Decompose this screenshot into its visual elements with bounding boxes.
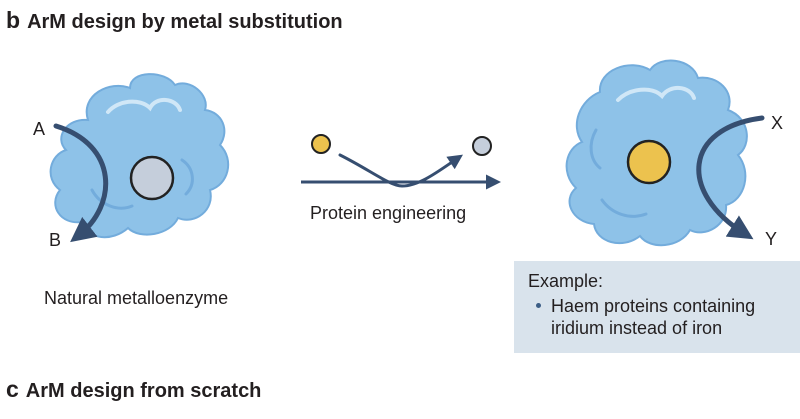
example-title: Example:: [528, 271, 604, 291]
panel-c-title: ArM design from scratch: [25, 380, 262, 402]
panel-c-letter: c: [6, 376, 19, 402]
natural-metalloenzyme-caption: Natural metalloenzyme: [44, 288, 229, 308]
panel-b-letter: b: [6, 7, 21, 33]
substituted-metal-ion: [626, 139, 672, 185]
protein-engineering-caption: Protein engineering: [310, 203, 467, 223]
panel-b-heading: b ArM design by metal substitution: [6, 7, 343, 34]
substrate-path-arrow-x-to-y: [696, 115, 765, 240]
product-y-label: Y: [765, 229, 778, 249]
metal-swap-arrow: [338, 153, 463, 188]
iridium-ion-inserted: [472, 136, 492, 156]
product-b-label: B: [49, 230, 62, 250]
native-metal-ion: [129, 155, 175, 201]
substrate-a-label: A: [33, 119, 46, 139]
bullet-icon: [536, 303, 541, 308]
list-item: Haem proteins containing iridium instead…: [528, 295, 790, 339]
substrate-x-label: X: [771, 113, 784, 133]
example-box: Example: Haem proteins containing iridiu…: [514, 261, 800, 353]
substrate-path-arrow-a-to-b: [53, 123, 109, 243]
panel-c-heading: c ArM design from scratch: [6, 376, 261, 403]
artificial-enzyme-protein-blob: [565, 59, 748, 247]
example-item-text: Haem proteins containing iridium instead…: [551, 296, 756, 338]
panel-b-title: ArM design by metal substitution: [27, 11, 343, 33]
iron-ion-removed: [311, 134, 331, 154]
natural-enzyme-protein-blob: [49, 73, 230, 239]
